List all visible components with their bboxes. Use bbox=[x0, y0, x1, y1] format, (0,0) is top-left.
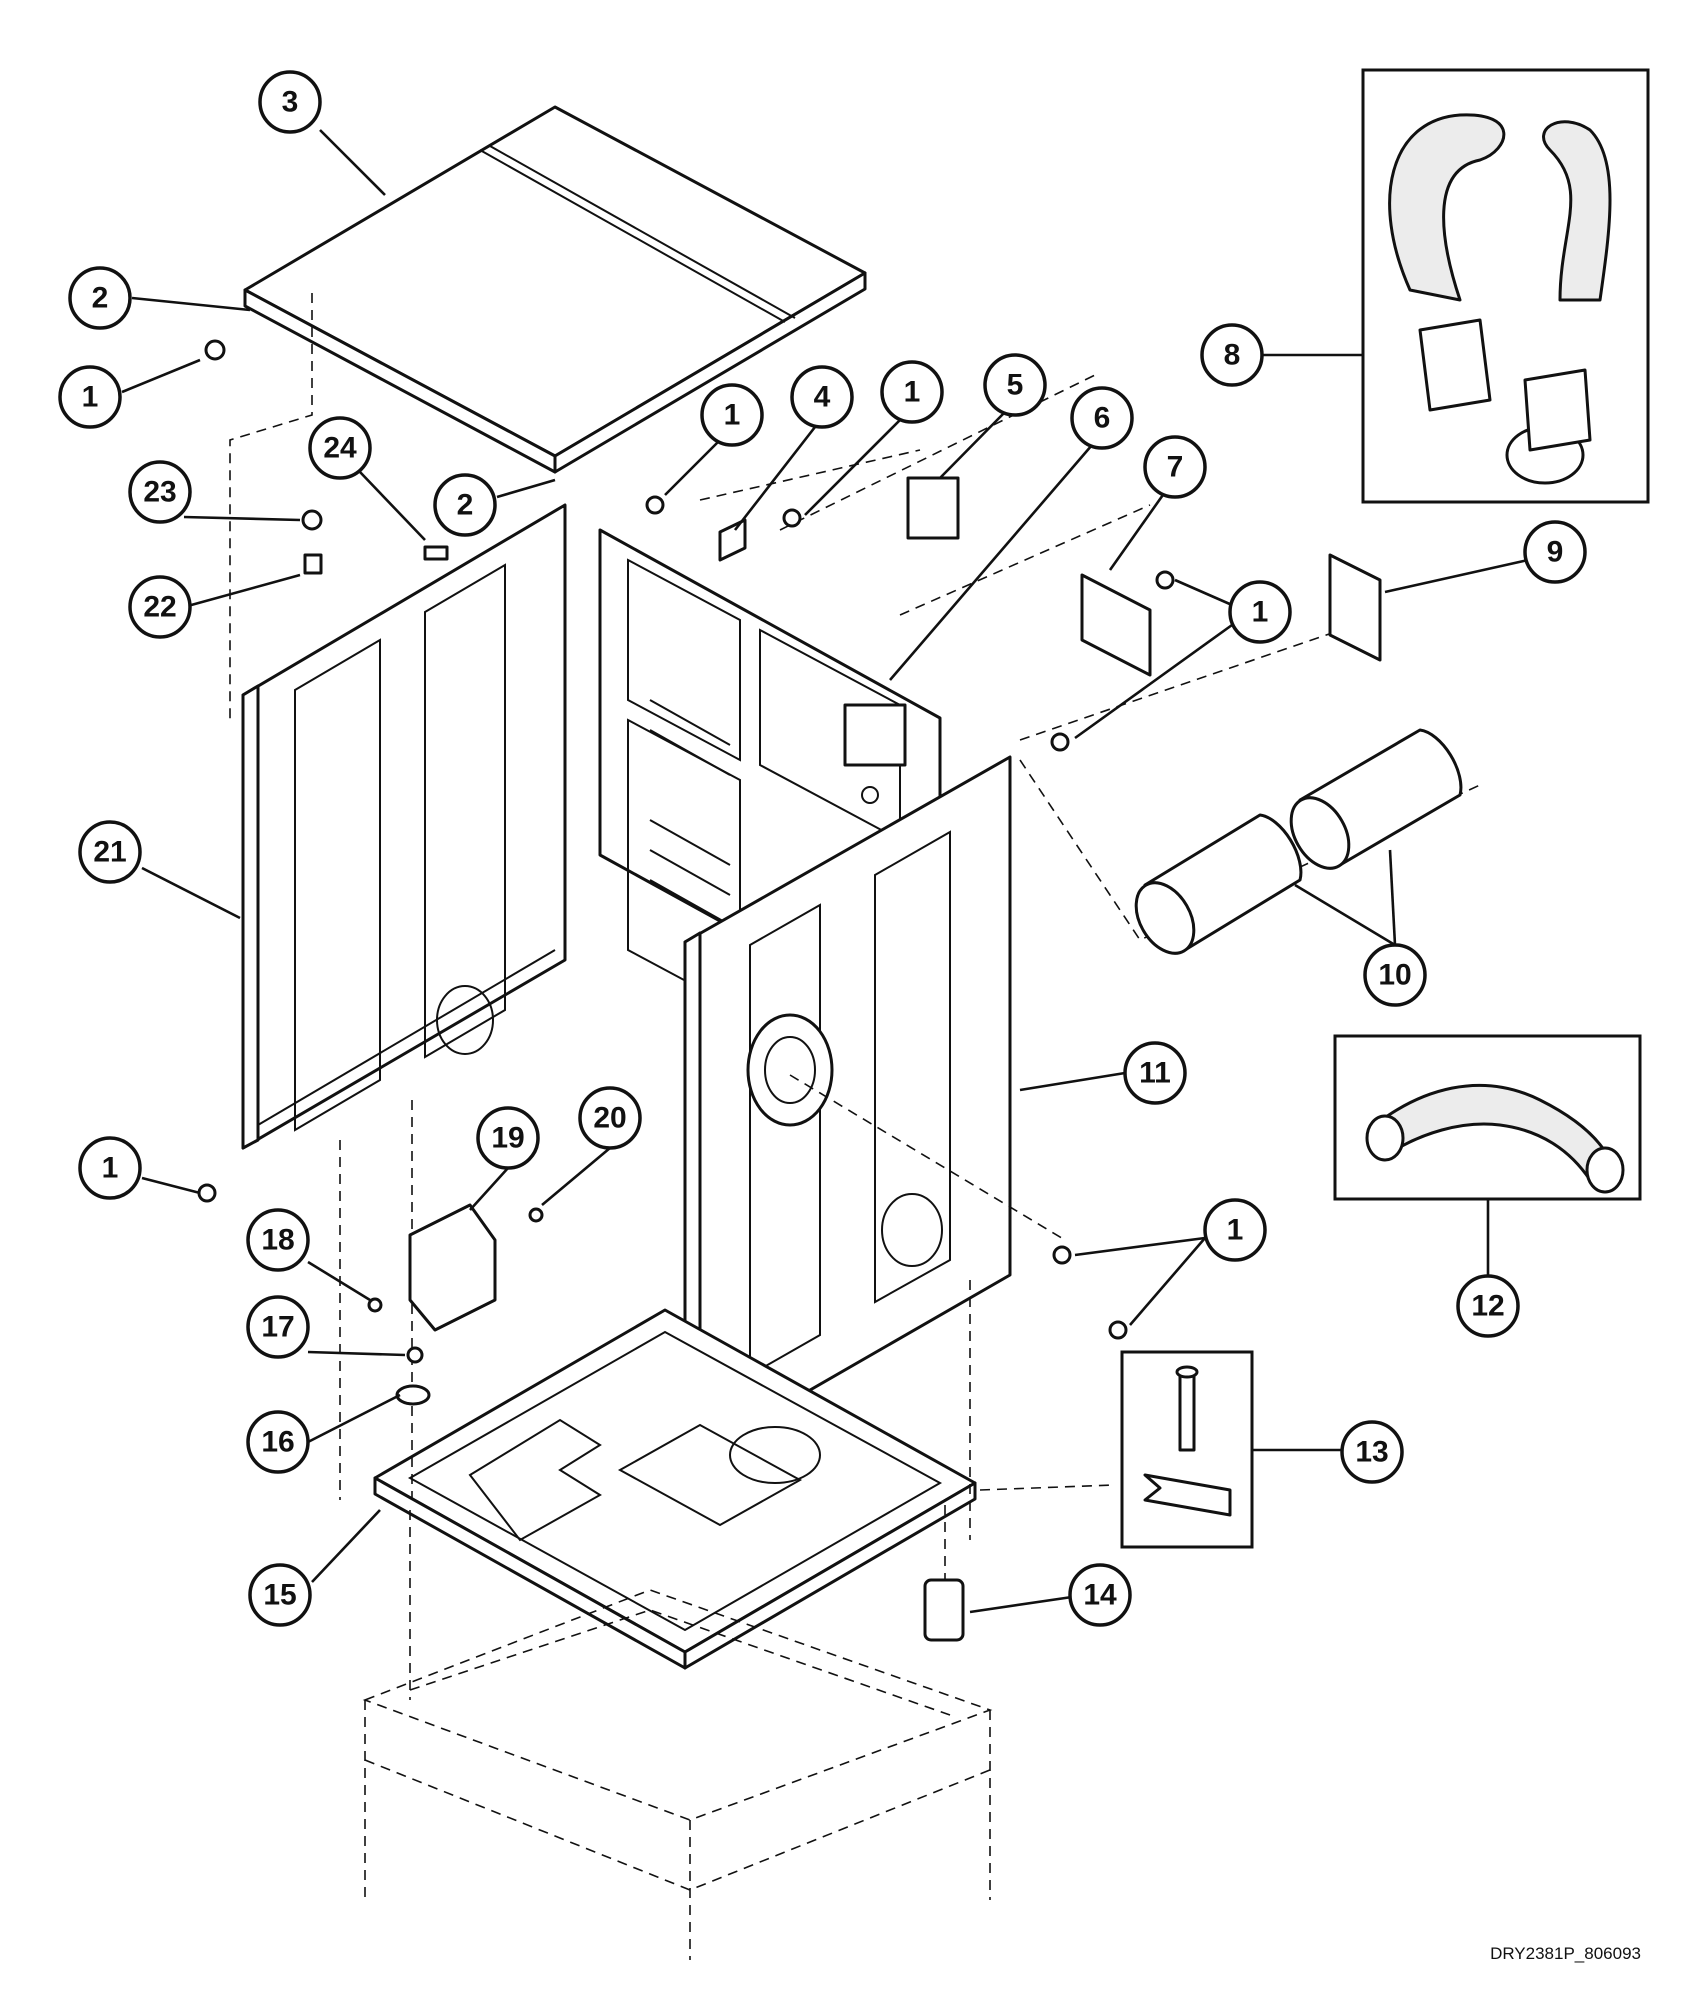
callout-5-label: 5 bbox=[1007, 369, 1024, 402]
callout-1-left-bottom: 1 bbox=[78, 1136, 142, 1200]
leader-lines bbox=[121, 129, 1529, 1614]
clip-bracket bbox=[718, 518, 747, 562]
callout-6: 6 bbox=[1070, 386, 1134, 450]
callout-18: 18 bbox=[246, 1208, 310, 1272]
label-plate-5 bbox=[906, 476, 960, 540]
callout-16-label: 16 bbox=[261, 1426, 294, 1459]
callout-19-label: 19 bbox=[491, 1122, 524, 1155]
callout-24-label: 24 bbox=[323, 432, 357, 465]
terminal-block bbox=[408, 1203, 497, 1332]
right-side-panel bbox=[683, 755, 1012, 1464]
screw-icon bbox=[367, 1297, 383, 1313]
inset-exhaust-hose bbox=[1333, 1034, 1642, 1201]
screw-icon bbox=[406, 1346, 424, 1364]
callout-20: 20 bbox=[578, 1086, 642, 1150]
callout-4-label: 4 bbox=[814, 381, 831, 414]
pad-icon bbox=[423, 545, 449, 561]
callout-2-top-front: 2 bbox=[433, 473, 497, 537]
callout-2-label: 2 bbox=[457, 489, 474, 522]
callout-9-label: 9 bbox=[1547, 536, 1564, 569]
callout-1-label: 1 bbox=[904, 376, 921, 409]
callout-19: 19 bbox=[476, 1106, 540, 1170]
callout-22: 22 bbox=[128, 575, 192, 639]
callout-12-label: 12 bbox=[1471, 1290, 1504, 1323]
screw-icon bbox=[301, 509, 323, 531]
callout-3-label: 3 bbox=[282, 86, 299, 119]
callout-1-label: 1 bbox=[1227, 1214, 1244, 1247]
leveling-leg bbox=[923, 1578, 965, 1642]
screw-icon bbox=[528, 1207, 544, 1223]
callout-1-label: 1 bbox=[1252, 596, 1269, 629]
callout-1-right-bottom: 1 bbox=[1203, 1198, 1267, 1262]
left-side-panel bbox=[241, 503, 567, 1150]
callout-14: 14 bbox=[1068, 1563, 1132, 1627]
top-cover bbox=[243, 105, 867, 474]
callout-22-label: 22 bbox=[143, 591, 176, 624]
washer-icon bbox=[395, 1384, 431, 1406]
callout-3: 3 bbox=[258, 70, 322, 134]
callout-17-label: 17 bbox=[261, 1311, 294, 1344]
screw-icon bbox=[1155, 570, 1175, 590]
callout-4: 4 bbox=[790, 365, 854, 429]
lower-cabinet-outline bbox=[362, 1589, 993, 1960]
callout-13: 13 bbox=[1340, 1420, 1404, 1484]
callout-12: 12 bbox=[1456, 1274, 1520, 1338]
callout-18-label: 18 bbox=[261, 1224, 294, 1257]
callout-5: 5 bbox=[983, 353, 1047, 417]
callout-15: 15 bbox=[248, 1563, 312, 1627]
screw-icon bbox=[782, 508, 802, 528]
label-plate-9 bbox=[1328, 553, 1382, 662]
callout-23-label: 23 bbox=[143, 476, 176, 509]
callout-21-label: 21 bbox=[93, 836, 126, 869]
screw-icon bbox=[204, 339, 226, 361]
callout-17: 17 bbox=[246, 1295, 310, 1359]
callout-2-label: 2 bbox=[92, 282, 109, 315]
callout-6-label: 6 bbox=[1094, 402, 1111, 435]
callout-23: 23 bbox=[128, 460, 192, 524]
screw-icon bbox=[645, 495, 665, 515]
inset-vent-hoses bbox=[1361, 68, 1650, 504]
callout-1-top-left: 1 bbox=[58, 365, 122, 429]
callout-11: 11 bbox=[1123, 1041, 1187, 1105]
callout-7-label: 7 bbox=[1167, 451, 1184, 484]
inset-stacking-bracket bbox=[1120, 1350, 1254, 1549]
callout-10: 10 bbox=[1363, 943, 1427, 1007]
screw-icon bbox=[197, 1183, 217, 1203]
screws-and-hardware bbox=[197, 339, 1382, 1642]
callout-1-rear-left: 1 bbox=[700, 383, 764, 447]
duct-tubes bbox=[1134, 728, 1463, 955]
callout-20-label: 20 bbox=[593, 1102, 626, 1135]
callout-1-label: 1 bbox=[724, 399, 741, 432]
callout-8: 8 bbox=[1200, 323, 1264, 387]
screw-icon bbox=[1050, 732, 1070, 752]
callout-1-rear-right: 1 bbox=[1228, 580, 1292, 644]
callout-16: 16 bbox=[246, 1410, 310, 1474]
callout-8-label: 8 bbox=[1224, 339, 1241, 372]
callout-13-label: 13 bbox=[1355, 1436, 1388, 1469]
callout-11-label: 11 bbox=[1139, 1057, 1171, 1090]
drawing-code: DRY2381P_806093 bbox=[1490, 1944, 1641, 1963]
callout-24: 24 bbox=[308, 416, 372, 480]
callout-1-rear-mid: 1 bbox=[880, 360, 944, 424]
callout-1-label: 1 bbox=[102, 1152, 119, 1185]
callout-15-label: 15 bbox=[263, 1579, 296, 1612]
callout-14-label: 14 bbox=[1083, 1579, 1117, 1612]
callout-2-top-left: 2 bbox=[68, 266, 132, 330]
base-frame bbox=[373, 1308, 977, 1670]
callout-10-label: 10 bbox=[1378, 959, 1411, 992]
plug-icon bbox=[303, 553, 323, 575]
callout-21: 21 bbox=[78, 820, 142, 884]
screw-icon bbox=[1108, 1320, 1128, 1340]
callout-1-label: 1 bbox=[82, 381, 99, 414]
screw-icon bbox=[1052, 1245, 1072, 1265]
vent-cover bbox=[1080, 573, 1152, 677]
callout-9: 9 bbox=[1523, 520, 1587, 584]
callout-7: 7 bbox=[1143, 435, 1207, 499]
